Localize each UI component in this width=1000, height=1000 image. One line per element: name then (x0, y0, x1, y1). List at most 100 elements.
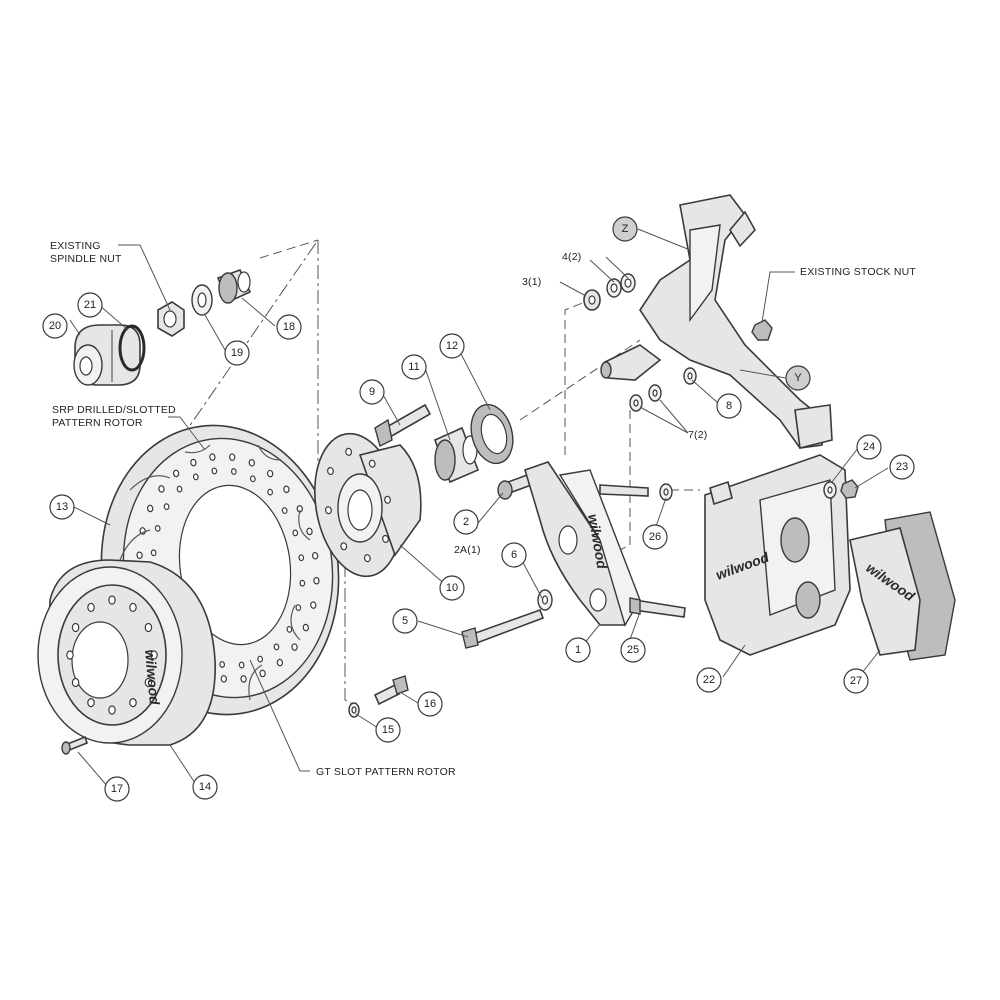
hub-bolt-holes (325, 447, 391, 563)
callout-14: 14 (192, 774, 218, 800)
callout-25: 25 (620, 637, 646, 663)
drill-hole (144, 677, 153, 688)
drill-hole (286, 625, 293, 633)
existing-stock-nut (751, 319, 773, 341)
drill-hole (108, 705, 116, 715)
drill-hole (150, 650, 158, 660)
callout-4: 4(2) (562, 251, 581, 263)
o-ring-21 (118, 324, 146, 372)
outer-bearing-18 (216, 268, 252, 304)
brake-pads-27: wilwood (849, 511, 956, 661)
svg-text:8: 8 (726, 400, 732, 412)
drill-hole (302, 623, 310, 632)
drill-hole (87, 602, 95, 613)
svg-text:17: 17 (111, 783, 123, 795)
callout-11: 11 (401, 354, 427, 380)
drill-hole (150, 549, 157, 557)
drill-hole (325, 506, 332, 515)
bolt-5 (461, 608, 545, 649)
drill-hole (310, 601, 317, 609)
svg-text:19: 19 (231, 347, 243, 359)
drill-hole (382, 534, 389, 544)
washer-8 (683, 367, 697, 385)
drill-hole (87, 697, 95, 708)
callout-15: 15 (375, 717, 401, 743)
drill-hole (306, 527, 313, 536)
svg-text:10: 10 (446, 582, 458, 594)
callout-27: 27 (843, 668, 869, 694)
drill-hole (230, 468, 237, 475)
washer-6 (537, 589, 553, 611)
drill-hole (146, 504, 154, 513)
spacer-3 (583, 289, 601, 311)
drill-hole (240, 675, 247, 683)
drill-hole (248, 458, 255, 467)
callout-9: 9 (359, 379, 385, 405)
svg-text:1: 1 (575, 644, 581, 656)
drill-hole (368, 459, 376, 468)
drill-hole (136, 551, 143, 560)
callout-19: 19 (224, 340, 250, 366)
callout-26: 26 (642, 524, 668, 550)
screw-17 (61, 735, 88, 755)
spindle-knuckle (600, 194, 833, 449)
dust-cap-20 (73, 324, 141, 386)
washer-26 (659, 483, 673, 501)
callout-7: 7(2) (688, 429, 707, 441)
callout-2: 2 (453, 509, 479, 535)
drill-hole (298, 554, 305, 562)
drill-hole (311, 551, 319, 560)
svg-text:24: 24 (863, 441, 875, 453)
drill-hole (340, 542, 348, 551)
caliper-stud-top (599, 484, 649, 497)
drill-hole (154, 525, 161, 532)
washers-7 (629, 384, 662, 412)
gt-rotor-14: wilwood (37, 559, 216, 746)
drill-hole (229, 453, 236, 461)
spindle-nut (157, 301, 185, 337)
drill-hole (327, 466, 334, 476)
svg-text:2: 2 (463, 516, 469, 528)
callout-1: 1 (565, 637, 591, 663)
svg-text:5: 5 (402, 615, 408, 627)
drill-hole (292, 529, 299, 537)
label-existing-stock-nut: EXISTING STOCK NUT (800, 266, 916, 278)
drill-hole (273, 643, 280, 651)
drill-hole (158, 485, 165, 493)
drill-hole (220, 675, 227, 683)
svg-text:11: 11 (408, 361, 419, 373)
drill-hole (192, 473, 199, 481)
washers-4 (606, 273, 636, 298)
drill-hole (267, 488, 273, 496)
callout-22: 22 (696, 667, 722, 693)
label-srp-rotor-2: PATTERN ROTOR (52, 417, 143, 429)
callout-18: 18 (276, 314, 302, 340)
svg-text:25: 25 (627, 644, 639, 656)
hat-logo: wilwood (142, 649, 163, 706)
drill-hole (129, 602, 137, 613)
drill-hole (345, 447, 353, 456)
wheel-stud-9 (374, 403, 432, 448)
svg-text:27: 27 (850, 675, 862, 687)
callout-17: 17 (104, 776, 130, 802)
svg-text:12: 12 (446, 340, 458, 352)
svg-text:22: 22 (703, 674, 715, 686)
drill-hole (267, 469, 274, 478)
drill-hole (313, 576, 320, 585)
drill-hole (259, 669, 266, 678)
svg-text:Y: Y (794, 372, 802, 384)
svg-text:16: 16 (424, 698, 436, 710)
callout-13: 13 (49, 494, 75, 520)
drill-hole (163, 503, 170, 511)
drill-hole (190, 458, 197, 467)
drill-hole (276, 658, 284, 667)
drill-hole (108, 595, 116, 605)
callout-16: 16 (417, 691, 443, 717)
text-labels: EXISTING SPINDLE NUT SRP DRILLED/SLOTTED… (50, 240, 916, 778)
callout-24: 24 (856, 434, 882, 460)
drill-hole (176, 485, 183, 493)
drill-hole (296, 505, 303, 513)
callout-y: Y (785, 365, 811, 391)
callouts: 1 2 2A(1) 3(1) 4(2) 5 6 7(2) 8 9 10 11 1… (42, 216, 915, 802)
